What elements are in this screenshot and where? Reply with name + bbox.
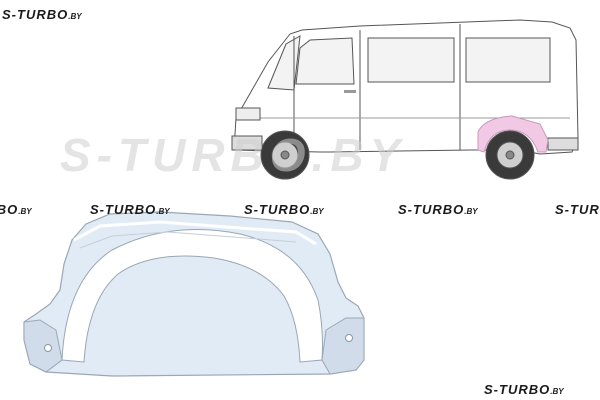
watermark-row-5: S-TURBO (555, 202, 600, 217)
watermark-row-3: S-TURBO.BY (244, 202, 324, 217)
side-window-1 (367, 37, 455, 83)
door-window (295, 37, 355, 85)
watermark-large: S-TURBO.BY (60, 129, 407, 181)
watermark-top-left: S-TURBO.BY (2, 7, 82, 22)
watermark-row-2: S-TURBO.BY (90, 202, 170, 217)
highlighted-wheel-arch (477, 115, 549, 153)
watermark-bottom-right: S-TURBO.BY (484, 382, 564, 397)
side-window-2 (465, 37, 551, 83)
watermark-row-1: S-TURBO.BY (0, 202, 32, 217)
wheel-arch-panel (23, 211, 365, 377)
windshield (267, 35, 301, 91)
watermark-row-4: S-TURBO.BY (398, 202, 478, 217)
